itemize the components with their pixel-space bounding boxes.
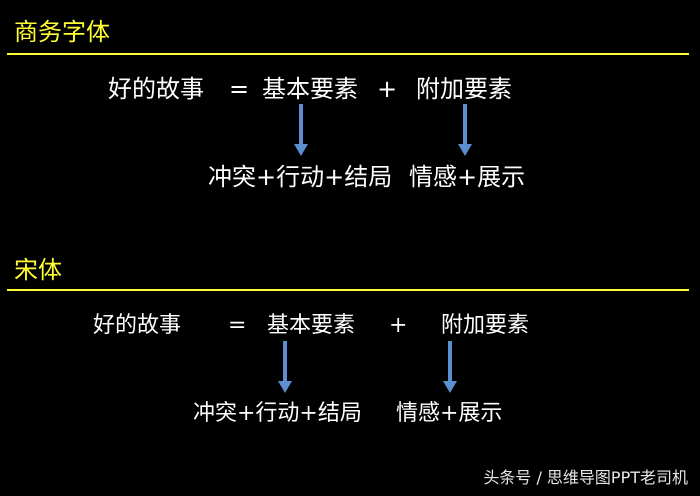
- source-watermark: 头条号 / 思维导图PPT老司机: [483, 468, 688, 487]
- additional-elements-label-serif: 附加要素: [441, 313, 530, 338]
- good-story-label: 好的故事: [108, 75, 204, 103]
- good-story-label-serif: 好的故事: [93, 313, 182, 338]
- section-title-songti: 宋体: [14, 256, 62, 284]
- basic-elements-label-serif: 基本要素: [267, 313, 356, 338]
- section-divider-songti: [7, 289, 689, 291]
- down-arrow-additional: [458, 104, 472, 156]
- additional-elements-label: 附加要素: [416, 75, 512, 103]
- plus-sign: +: [377, 75, 398, 103]
- equals-sign: =: [229, 75, 250, 103]
- section-title-business-font: 商务字体: [14, 18, 110, 46]
- down-arrow-additional-serif: [443, 341, 457, 393]
- basic-elements-label: 基本要素: [262, 75, 358, 103]
- equals-sign-serif: =: [228, 313, 247, 338]
- down-arrow-basic-serif: [278, 341, 292, 393]
- down-arrow-basic: [294, 104, 308, 156]
- plus-sign-serif: +: [389, 313, 408, 338]
- additional-elements-detail: 情感+展示: [409, 163, 526, 191]
- basic-elements-detail: 冲突+行动+结局: [208, 163, 393, 191]
- additional-elements-detail-serif: 情感+展示: [396, 401, 503, 426]
- section-divider-business-font: [7, 53, 689, 55]
- basic-elements-detail-serif: 冲突+行动+结局: [193, 401, 362, 426]
